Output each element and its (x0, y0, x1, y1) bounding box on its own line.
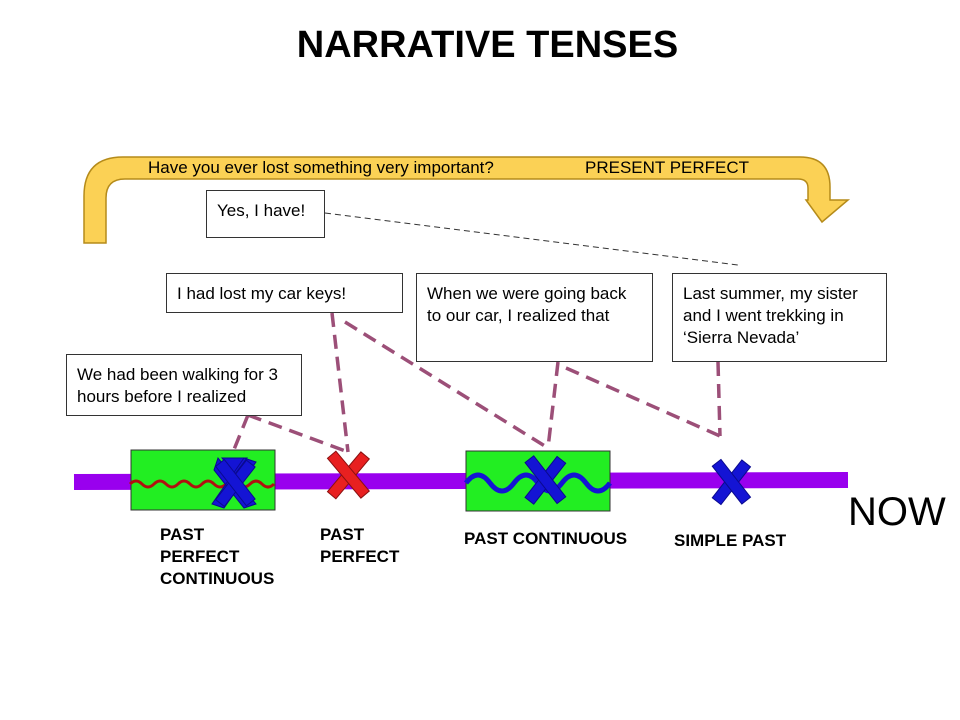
connector-yes-dashed (324, 212, 739, 266)
connector-keys-b (344, 320, 549, 450)
box-last-summer: Last summer, my sister and I went trekki… (672, 273, 887, 362)
box-yes-i-have: Yes, I have! (206, 190, 325, 238)
label-past-continuous: PAST CONTINUOUS (464, 529, 628, 548)
box-car-keys: I had lost my car keys! (166, 273, 403, 313)
connector-going-back-a (546, 361, 560, 449)
question-text: Have you ever lost something very import… (148, 158, 494, 177)
cross-blue-past-continuous (524, 455, 567, 505)
connector-going-back-b (565, 366, 721, 438)
page-title: NARRATIVE TENSES (296, 24, 679, 66)
present-perfect-label: PRESENT PERFECT (585, 158, 750, 177)
connector-walking-b (247, 413, 349, 454)
present-perfect-arrow (83, 156, 851, 244)
label-past-perfect: PAST PERFECT (320, 525, 400, 566)
cross-blue-simple-past (711, 458, 752, 506)
label-past-perfect-continuous: PAST PERFECT CONTINUOUS (160, 525, 275, 588)
connector-last-summer (716, 361, 722, 437)
now-label: NOW (848, 490, 946, 534)
box-going-back: When we were going back to our car, I re… (416, 273, 653, 362)
cross-red-past-perfect (326, 450, 371, 500)
connectors (231, 312, 722, 454)
connector-walking-a (231, 414, 250, 453)
wavy-line-red (128, 479, 276, 489)
cross-blue-past-perfect-continuous-x (214, 458, 256, 508)
box-walking: We had been walking for 3 hours before I… (66, 354, 302, 416)
connector-keys-a (330, 312, 350, 453)
label-simple-past: SIMPLE PAST (674, 531, 787, 550)
